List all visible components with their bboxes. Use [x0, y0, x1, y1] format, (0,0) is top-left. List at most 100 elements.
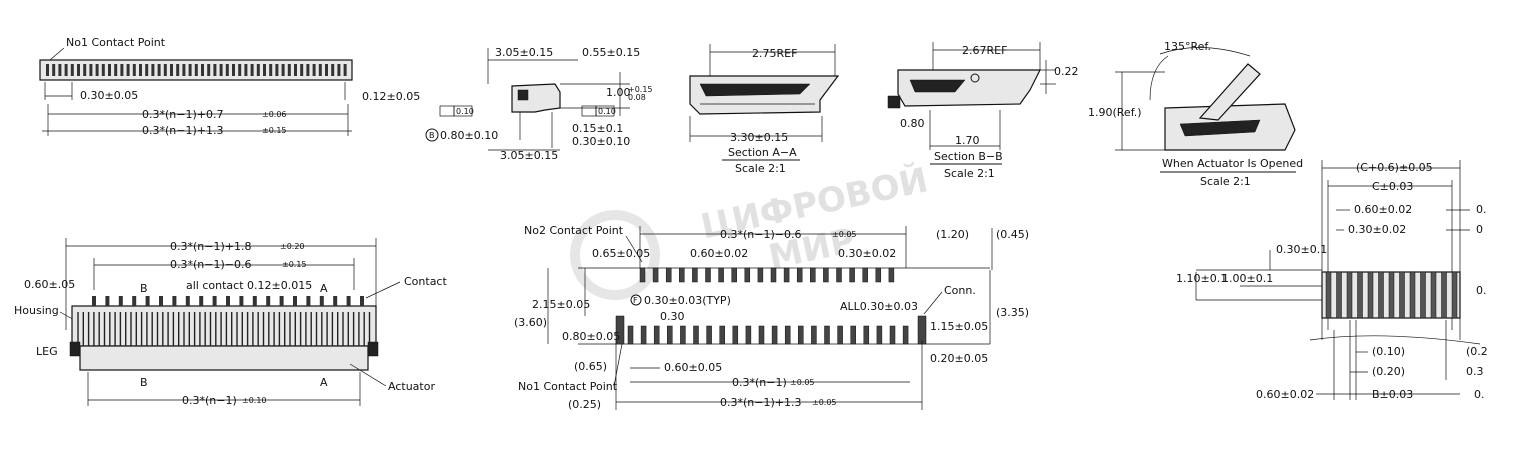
top-pin — [77, 64, 80, 76]
front-mark-a-bottom: A — [320, 376, 328, 389]
footprint-bottom-pad — [640, 325, 647, 345]
footprint-bottom-pad — [811, 325, 817, 345]
top-pin — [269, 64, 273, 76]
stencil-pin — [1399, 271, 1405, 319]
fp-d115: 1.15±0.05 — [930, 320, 988, 333]
stencil-pin — [1441, 271, 1447, 319]
footprint-top-pad — [836, 267, 842, 283]
footprint-bottom-pad — [771, 325, 778, 345]
footprint-top-pad — [757, 267, 764, 283]
st-cut-1: 0. — [1476, 203, 1487, 216]
front-contact-tip — [279, 296, 284, 306]
side-height-tol-minus: 0.08 — [628, 93, 646, 102]
front-contact-tip — [239, 296, 244, 306]
front-inner-dim: 0.3*(n−1)−0.6 — [170, 258, 251, 271]
top-pin — [132, 64, 136, 76]
front-contact-tip — [92, 296, 96, 306]
side-dim-030: 0.30±0.10 — [572, 135, 630, 148]
opened-title: When Actuator Is Opened — [1162, 157, 1303, 170]
top-pin — [101, 64, 105, 76]
fp-ref-120: (1.20) — [936, 228, 969, 241]
fp-bottom-dim-tol: ±0.05 — [790, 378, 815, 387]
st-d030-left: 0.30±0.1 — [1276, 243, 1327, 256]
top-pin — [182, 64, 186, 76]
top-view-pins — [46, 64, 347, 76]
footprint-top-pad — [718, 267, 724, 283]
top-pin — [213, 64, 217, 76]
fp-d060-top: 0.60±0.02 — [690, 247, 748, 260]
section-aa-scale: Scale 2:1 — [735, 162, 786, 175]
top-pin — [318, 64, 322, 76]
st-ref-020: (0.20) — [1372, 365, 1405, 378]
st-d030: 0.30±0.02 — [1348, 223, 1406, 236]
front-overall-dim: 0.3*(n−1)+1.8 — [170, 240, 251, 253]
footprint-top-pad — [783, 267, 790, 283]
fp-bottom-dim2-tol: ±0.05 — [812, 398, 837, 407]
front-mark-a-top: A — [320, 282, 328, 295]
side-height-dim: 1.00 — [606, 86, 631, 99]
footprint-top-pad — [665, 267, 672, 283]
top-pin — [219, 64, 223, 76]
opened-height: 1.90(Ref.) — [1088, 106, 1142, 119]
top-pin — [52, 64, 56, 76]
top-pin — [170, 64, 173, 76]
st-cut-2: 0 — [1476, 223, 1483, 236]
side-height-tol-plus: +0.15 — [628, 85, 653, 94]
top-pin — [250, 64, 254, 76]
stencil-pin — [1325, 271, 1332, 319]
top-pin — [120, 64, 124, 76]
section-aa-title: Section A−A — [728, 146, 797, 159]
top-pin — [244, 64, 248, 76]
front-contact-tip — [360, 296, 364, 306]
front-view-contacts — [77, 296, 371, 346]
fp-top-dim-tol: ±0.05 — [832, 230, 857, 239]
fp-ref-025: (0.25) — [568, 398, 601, 411]
footprint-top-pad — [810, 267, 816, 283]
section-bb-scale: Scale 2:1 — [944, 167, 995, 180]
st-d110: 1.10±0.1 — [1176, 272, 1227, 285]
side-datum-dim: 0.80±0.10 — [440, 129, 498, 142]
fp-bottom-dim2: 0.3*(n−1)+1.3 — [720, 396, 801, 409]
top-pin — [207, 64, 211, 76]
st-c: C±0.03 — [1372, 180, 1413, 193]
top-pin — [108, 64, 111, 76]
fp-d020: 0.20±0.05 — [930, 352, 988, 365]
section-aa-ref: 2.75REF — [752, 47, 797, 60]
top-pin — [306, 64, 310, 76]
footprint-top-pad — [744, 267, 751, 283]
fp-typ: 0.30±0.03(TYP) — [644, 294, 731, 307]
top-pin — [194, 64, 198, 76]
fp-bottom-dim: 0.3*(n−1) — [732, 376, 787, 389]
section-aa-width: 3.30±0.15 — [730, 131, 788, 144]
front-contact-tip — [118, 296, 123, 306]
st-b: B±0.03 — [1372, 388, 1413, 401]
top-pin — [343, 64, 347, 76]
front-mark-b-bottom: B — [140, 376, 148, 389]
no1-contact-point-label: No1 Contact Point — [66, 36, 166, 49]
top-pin — [145, 64, 149, 76]
footprint-bottom-pad — [706, 325, 712, 345]
footprint-bottom-pad — [784, 325, 791, 345]
stencil-detail: (C+0.6)±0.05 C±0.03 0.60±0.02 0.30±0.02 … — [1176, 160, 1488, 401]
stencil-pin — [1388, 271, 1395, 319]
top-pin — [64, 64, 68, 76]
top-pin — [238, 64, 242, 76]
stencil-pin — [1378, 271, 1384, 319]
footprint-bottom-pad — [889, 325, 896, 345]
section-a-a: 2.75REF 3.30±0.15 Section A−A Scale 2:1 — [689, 44, 840, 175]
front-contact-tip — [319, 296, 324, 306]
front-contact-tip — [105, 296, 110, 306]
top-pin — [70, 64, 74, 76]
footprint-top-pad — [888, 267, 895, 283]
footprint-top-pad — [849, 267, 855, 283]
fp-conn: Conn. — [944, 284, 976, 297]
footprint-bottom-pad — [758, 325, 765, 345]
st-d100: 1.00±0.1 — [1222, 272, 1273, 285]
fp-typ-mark: F — [633, 296, 638, 305]
stencil-pin — [1336, 271, 1342, 319]
top-pin — [188, 64, 192, 76]
stencil-pin — [1346, 271, 1353, 319]
top-pin — [325, 64, 328, 76]
footprint-bottom-pad — [798, 325, 804, 345]
fp-all-pad: ALL0.30±0.03 — [840, 300, 918, 313]
